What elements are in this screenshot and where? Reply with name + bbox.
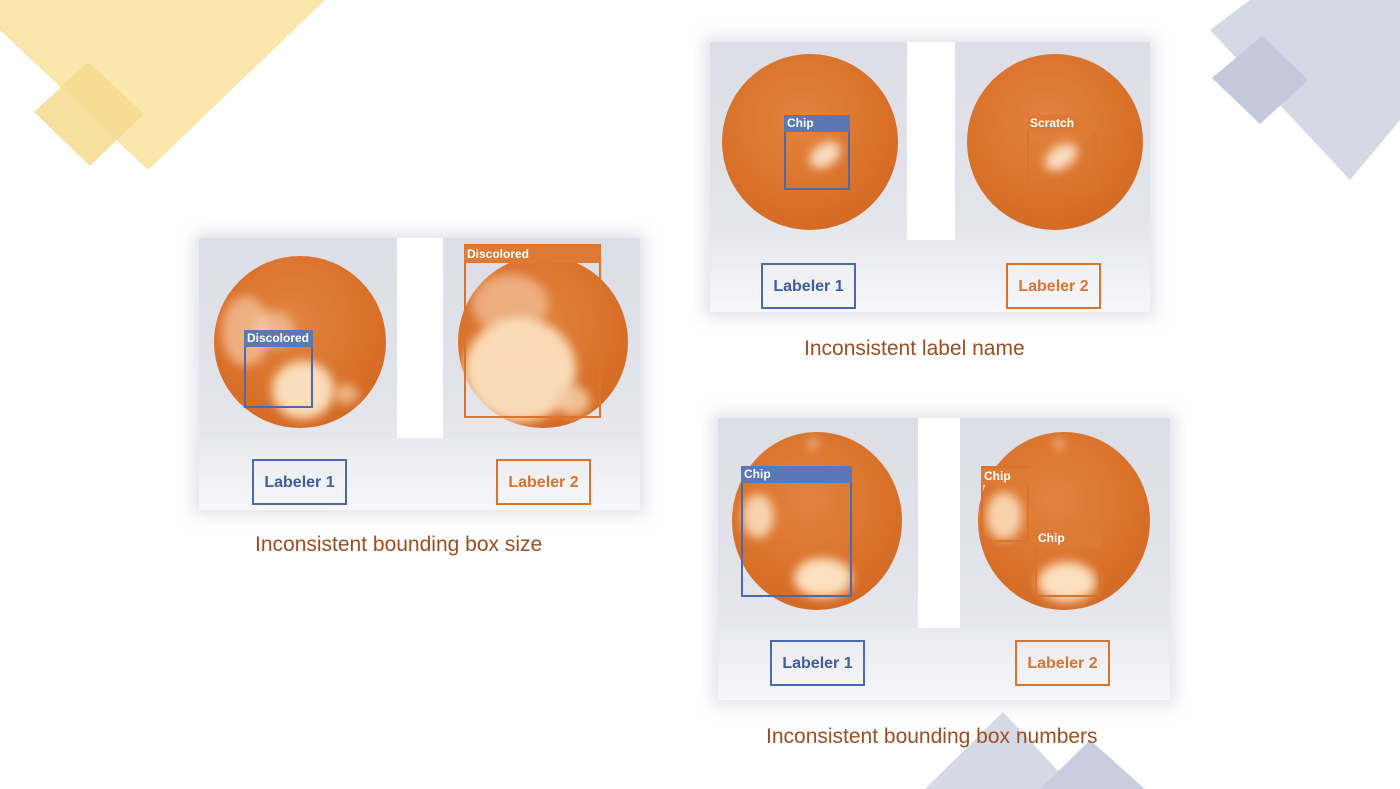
- bbox-label: Chip: [741, 466, 852, 483]
- labeler-2-badge: Labeler 2: [496, 459, 591, 505]
- bbox-label: Chip: [784, 115, 850, 132]
- labeler-2-badge: Labeler 2: [1015, 640, 1110, 686]
- caption-label-name: Inconsistent label name: [804, 337, 1025, 360]
- bounding-box: [464, 244, 601, 418]
- panel-label-name: Chip Scratch Labeler 1 Labeler 2: [710, 42, 1150, 312]
- bbox-label: Discolored: [464, 246, 601, 263]
- panel-box-size: Discolored Discolored Labeler 1 Labeler …: [199, 238, 640, 510]
- labeler-1-badge: Labeler 1: [252, 459, 347, 505]
- sphere-image: [722, 54, 898, 230]
- bbox-label: Scratch: [1027, 115, 1097, 132]
- bbox-label: Discolored: [244, 330, 313, 347]
- sphere-image: [978, 432, 1150, 610]
- bounding-box: [741, 466, 852, 597]
- labeler-1-badge: Labeler 1: [761, 263, 856, 309]
- caption-box-numbers: Inconsistent bounding box numbers: [766, 725, 1098, 748]
- decorative-yellow-shape: [0, 0, 325, 170]
- labeler-1-badge: Labeler 1: [770, 640, 865, 686]
- bbox-label: Chip: [1035, 530, 1101, 547]
- caption-box-size: Inconsistent bounding box size: [255, 533, 543, 556]
- sphere-image: [967, 54, 1143, 230]
- bbox-label: Chip: [981, 468, 1029, 485]
- bounding-box: [981, 466, 1029, 542]
- decorative-bottom-shape: [925, 712, 1145, 789]
- sphere-image: [732, 432, 902, 610]
- panel-box-numbers: Chip Chip Chip Labeler 1 Labeler 2: [718, 418, 1170, 700]
- decorative-slate-shape: [1210, 0, 1400, 180]
- labeler-2-badge: Labeler 2: [1006, 263, 1101, 309]
